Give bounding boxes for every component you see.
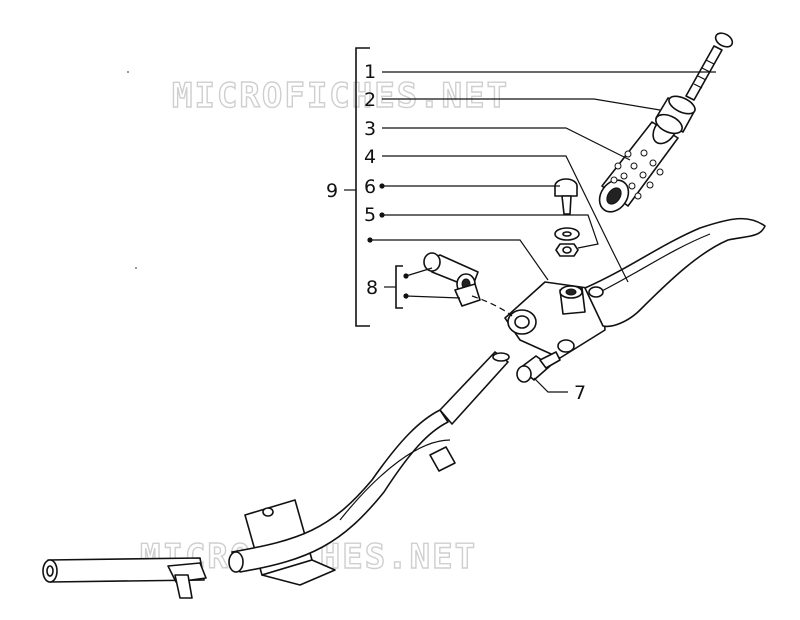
- bar-end-screw: [685, 32, 734, 101]
- speck: [135, 267, 137, 269]
- callout-2: 2: [364, 89, 376, 111]
- bracket-group-9: [355, 47, 370, 327]
- callout-9: 9: [326, 180, 338, 202]
- callout-7: 7: [574, 382, 586, 404]
- cable-nipple: [516, 351, 561, 383]
- callout-dots: [367, 183, 409, 299]
- bar-end-weight: [655, 95, 696, 135]
- callout-3: 3: [364, 118, 376, 140]
- lever-clamp-body: [504, 281, 606, 359]
- callout-1: 1: [364, 61, 376, 83]
- brake-lever: [584, 217, 766, 328]
- callout-5: 5: [364, 204, 376, 226]
- callout-4: 4: [364, 146, 376, 168]
- speck: [127, 71, 129, 73]
- washer-and-nut: [554, 227, 580, 257]
- callout-8: 8: [366, 277, 378, 299]
- watermark-top: MICROFICHES.NET: [172, 76, 509, 116]
- bracket-group-8: [395, 265, 403, 309]
- handlebar-tube: [42, 351, 510, 599]
- cable-adjuster: [423, 252, 481, 307]
- pivot-screw: [554, 178, 578, 215]
- leader-lines: [370, 71, 716, 393]
- callout-6: 6: [364, 176, 376, 198]
